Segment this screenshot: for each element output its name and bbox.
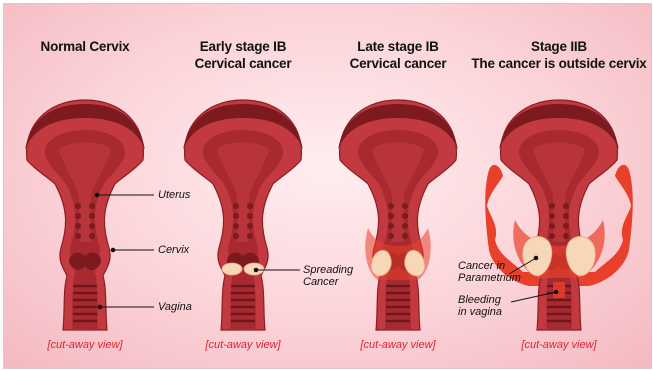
panel-title-late-stage: Late stage IB Cervical cancer (318, 38, 478, 72)
bleeding-in-vagina (553, 282, 565, 298)
caption-cut-away-view: [cut-away view] (489, 339, 629, 351)
caption-cut-away-view: [cut-away view] (15, 339, 155, 351)
label-bleeding-in-vagina: Bleeding in vagina (458, 294, 502, 318)
late-stage-organ (338, 100, 458, 330)
label-vagina: Vagina (158, 301, 192, 313)
early-stage-organ (183, 100, 303, 330)
stage-iib-organ (485, 100, 633, 330)
label-cervix: Cervix (158, 244, 189, 256)
panel-title-early-stage: Early stage IB Cervical cancer (163, 38, 323, 72)
label-uterus: Uterus (158, 189, 190, 201)
label-cancer-in-parametrium: Cancer in Parametrium (458, 260, 521, 284)
caption-cut-away-view: [cut-away view] (328, 339, 468, 351)
normal-cervix-organ (25, 100, 145, 330)
label-spreading-cancer: Spreading Cancer (303, 264, 353, 288)
caption-cut-away-view: [cut-away view] (173, 339, 313, 351)
panel-title-normal: Normal Cervix (5, 38, 165, 55)
panel-title-stage-iib: Stage IIB The cancer is outside cervix (459, 38, 653, 72)
